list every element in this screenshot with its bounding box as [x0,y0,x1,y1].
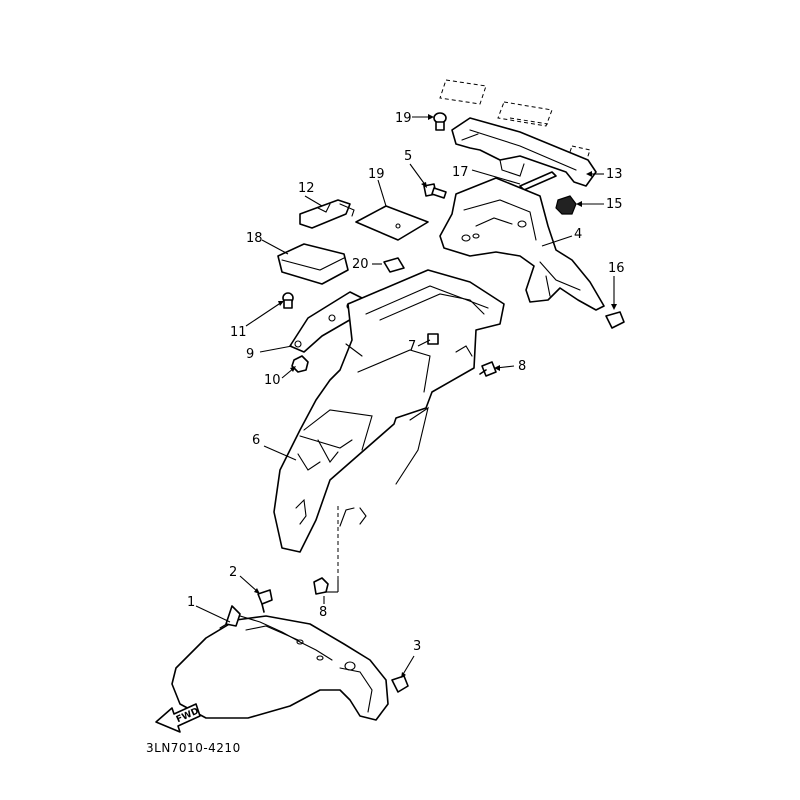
callout-18: 18 [246,231,263,246]
part-11-bolt [282,292,294,309]
callout-17: 17 [452,165,469,180]
callout-2: 2 [229,565,237,580]
leader-lines [195,114,617,678]
callout-9: 9 [246,347,254,362]
part-8-bolt-lower [313,506,339,595]
callout-13: 13 [606,167,623,182]
part-17-strip [519,171,557,191]
callout-10: 10 [264,373,281,388]
part-13-rear-cover [451,117,597,187]
callout-8-upper: 8 [518,359,526,374]
part-3-grommet [391,675,409,693]
callout-6: 6 [252,433,260,448]
callout-16: 16 [608,261,625,276]
part-18-pad [277,243,349,285]
callout-5: 5 [404,149,412,164]
part-15-cap [555,195,577,215]
callout-19: 19 [368,167,385,182]
callout-15: 15 [606,197,623,212]
callout-20: 20 [352,257,369,272]
part-6-rear-fender [273,269,505,553]
part-16-grommet [605,311,625,329]
callout-4: 4 [574,227,582,242]
part-4-tail-bracket [439,177,605,311]
part-2-bolt [257,589,273,613]
callout-14: 19 [395,111,412,126]
part-10-nut [291,355,309,373]
part-14-bolt [433,112,447,131]
part-19-plate [355,205,429,241]
diagram-code: 3LN7010-4210 [146,741,241,755]
part-5-bolt [423,183,447,199]
part-12-bracket [299,199,355,229]
callout-7: 7 [408,339,416,354]
callout-3: 3 [413,639,421,654]
part-20-small-plate [383,257,405,273]
callout-12: 12 [298,181,315,196]
callout-11: 11 [230,325,247,340]
part-8-bolt-upper [479,361,497,377]
callout-8-lower: 8 [319,605,327,620]
callout-1: 1 [187,595,195,610]
fwd-arrow-icon: FWD [155,703,201,733]
callout-labels: 19 5 17 13 15 4 16 12 19 18 20 11 9 10 7… [187,111,625,654]
part-1-front-fender [171,605,389,721]
